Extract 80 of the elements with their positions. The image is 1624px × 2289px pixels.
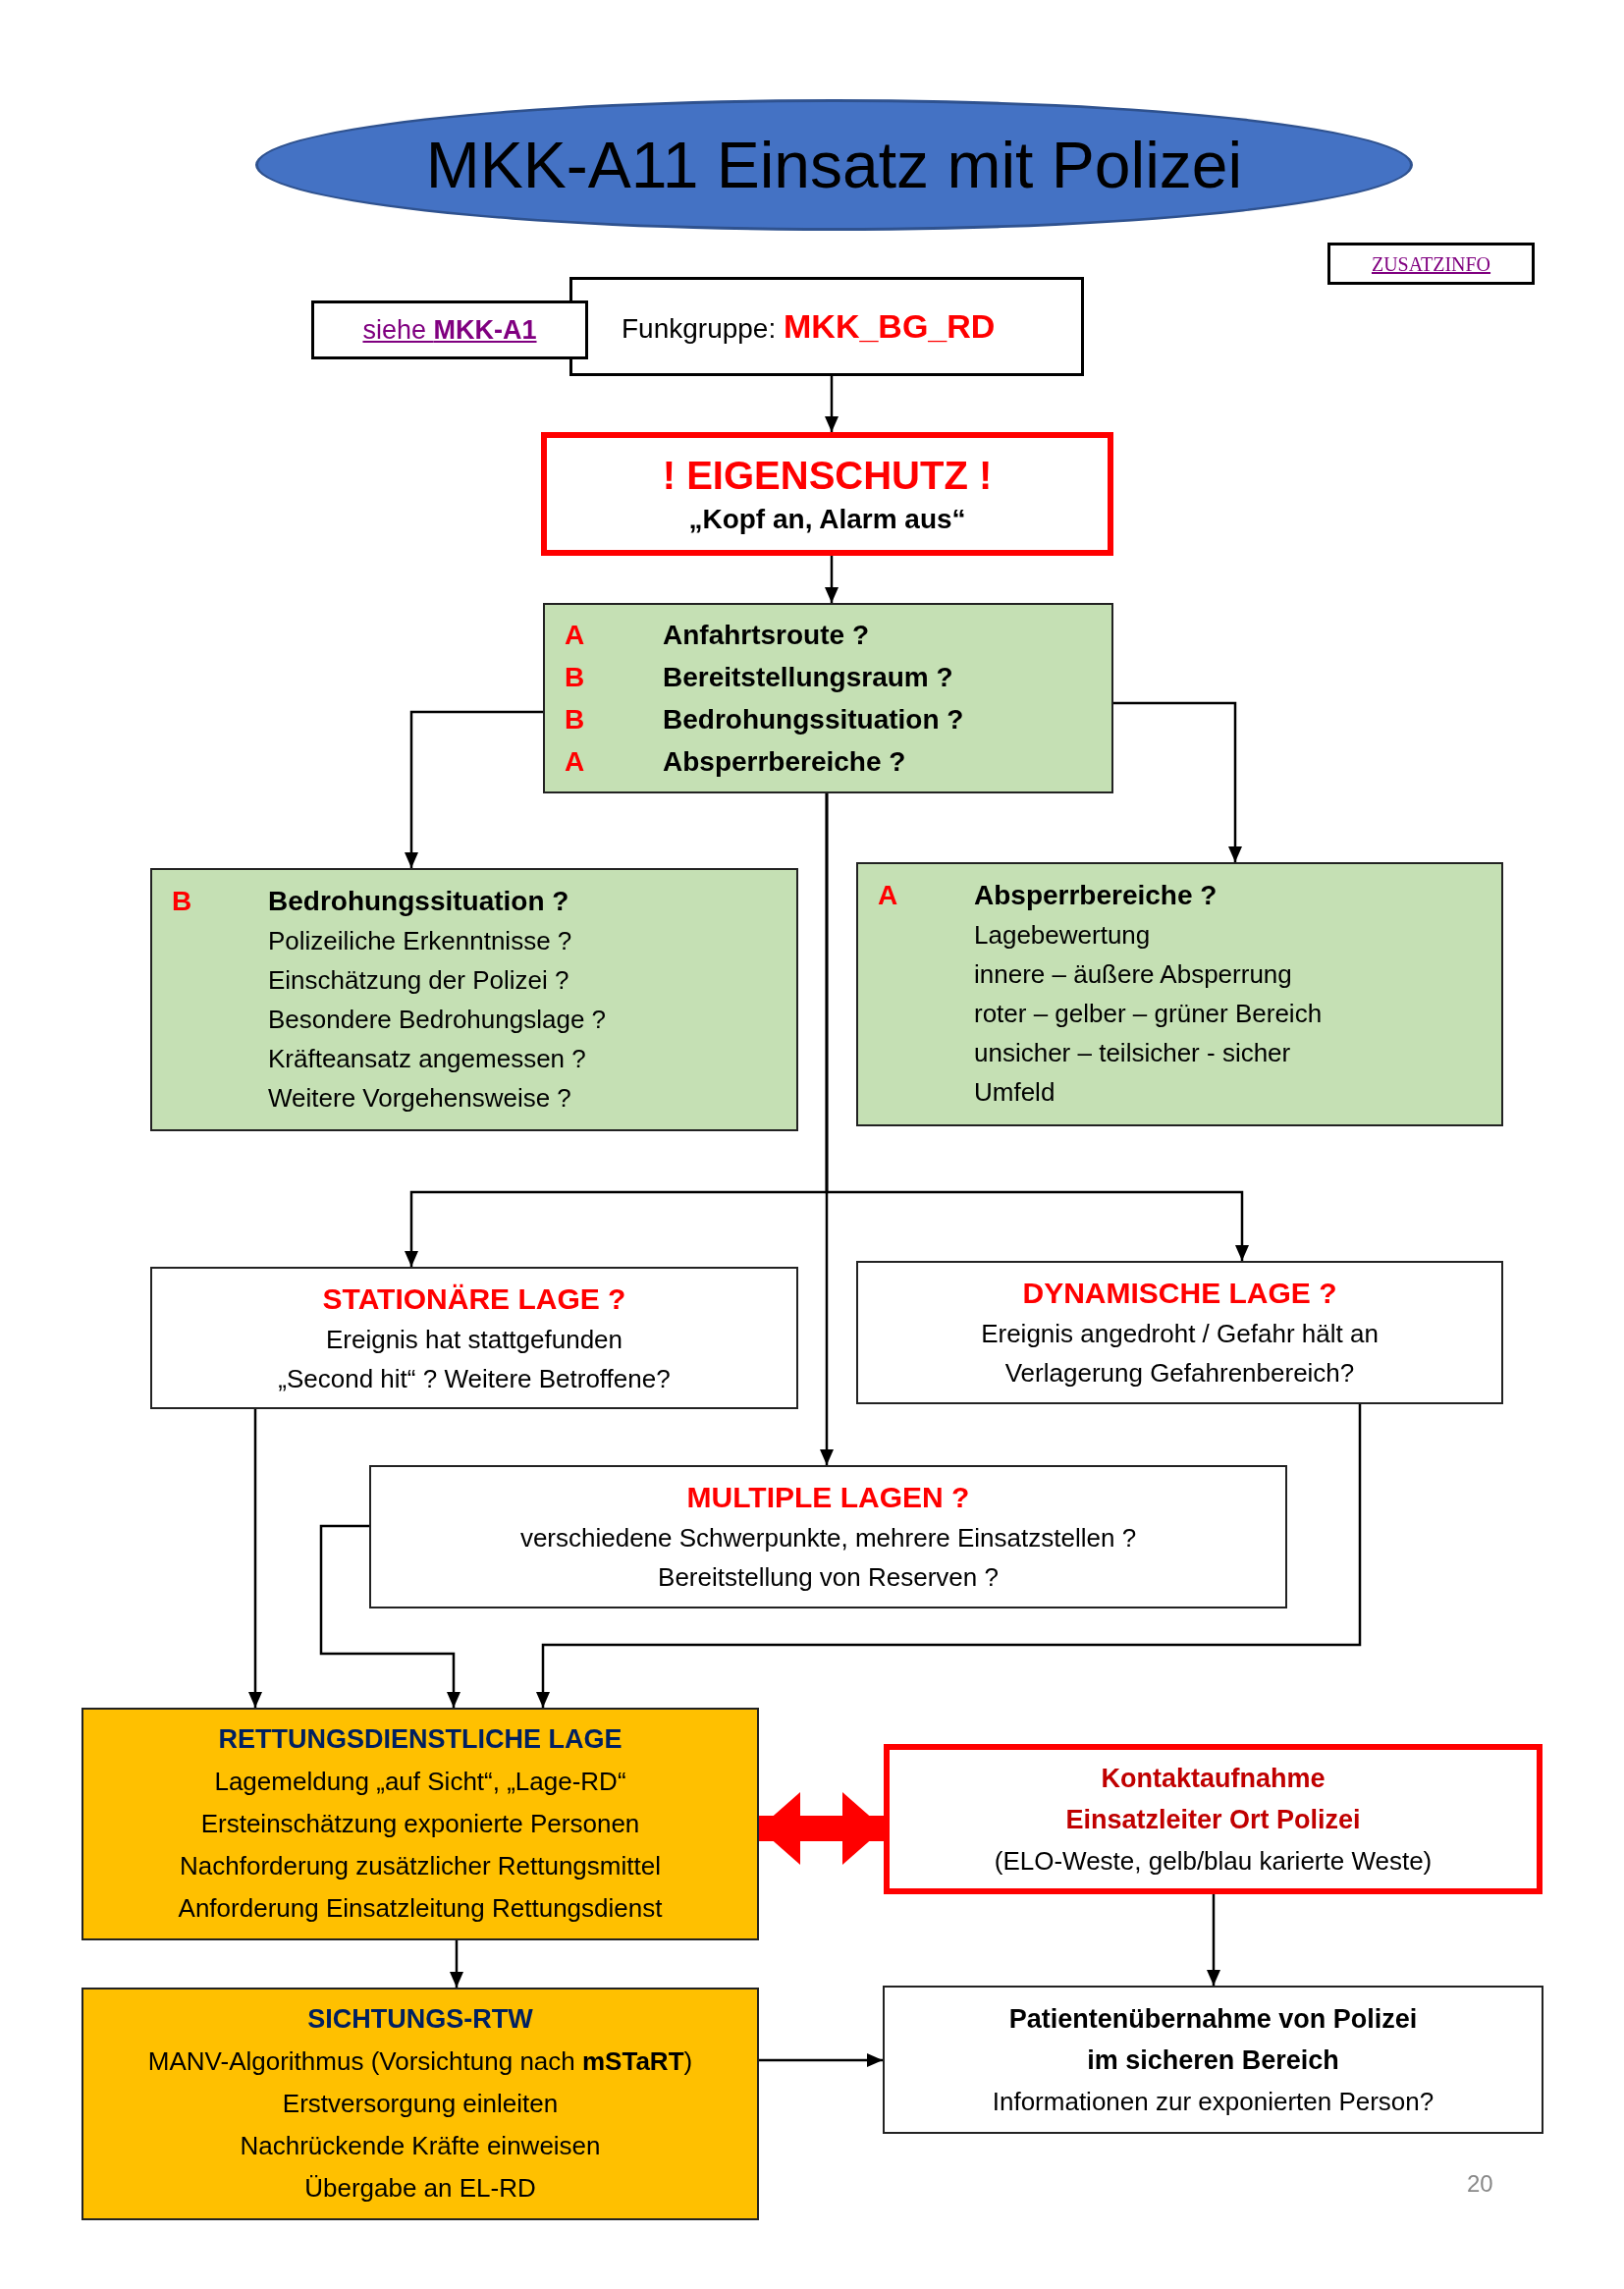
box-text: Bereitstellung von Reserven ? <box>658 1561 999 1594</box>
arrow <box>825 793 1249 1261</box>
box-text: „Second hit“ ? Weitere Betroffene? <box>278 1362 671 1395</box>
category-letter: B <box>565 703 586 736</box>
box-text: verschiedene Schwerpunkte, mehrere Einsatzstellen ? <box>519 1522 1137 1554</box>
box-text: Nachrückende Kräfte einweisen <box>240 2130 601 2162</box>
box-text: Informationen zur exponierten Person? <box>992 2085 1435 2118</box>
box-text: Übergabe an EL-RD <box>304 2172 536 2205</box>
arrow <box>248 1409 262 1708</box>
box-heading: Kontaktaufnahme <box>1101 1762 1326 1795</box>
page-number: 20 <box>1467 2169 1493 2199</box>
box-text: Lagemeldung „auf Sicht“, „Lage-RD“ <box>214 1766 626 1798</box>
box-text: Erstversorgung einleiten <box>282 2088 559 2120</box>
box-text: MANV-Algorithmus (Vorsichtung nach mSTaRT) <box>147 2045 693 2078</box>
question-text: Bereitstellungsraum ? <box>663 661 954 694</box>
arrow <box>319 1524 460 1708</box>
category-letter: A <box>878 879 899 912</box>
question-box <box>150 868 798 1131</box>
question-text: Anfahrtsroute ? <box>663 619 870 652</box>
box-text: Lagebewertung <box>974 919 1152 952</box>
box-heading: im sicheren Bereich <box>1087 2044 1339 2077</box>
contact-box <box>884 1744 1543 1894</box>
box-heading: RETTUNGSDIENSTLICHE LAGE <box>218 1723 623 1756</box>
arrow <box>825 556 839 603</box>
box-text: Polizeiliche Erkenntnisse ? <box>268 925 573 957</box>
link: siehe MKK-A1 <box>362 313 537 347</box>
category-letter: B <box>565 661 586 694</box>
box-heading: SICHTUNGS-RTW <box>307 2003 533 2036</box>
box-heading: STATIONÄRE LAGE ? <box>322 1281 626 1317</box>
question-box <box>856 862 1503 1126</box>
box-text: Kräfteansatz angemessen ? <box>268 1043 587 1075</box>
box-text: „Kopf an, Alarm aus“ <box>688 503 966 536</box>
box-heading: Bedrohungssituation ? <box>268 885 570 918</box>
box-text: Weitere Vorgehensweise ? <box>268 1082 572 1115</box>
arrow <box>1207 1894 1220 1986</box>
box-text: innere – äußere Absperrung <box>974 958 1293 991</box>
box-text: Ereignis angedroht / Gefahr hält an <box>981 1318 1379 1350</box>
process-box <box>369 1465 1287 1608</box>
link-box <box>311 300 588 359</box>
title: MKK-A11 Einsatz mit Polizei <box>425 128 1243 203</box>
arrow <box>450 1940 463 1988</box>
link: ZUSATZINFO <box>1371 251 1491 277</box>
box-heading: MULTIPLE LAGEN ? <box>686 1480 970 1515</box>
question-text: Absperrbereiche ? <box>663 745 907 779</box>
arrow <box>536 1404 1362 1708</box>
box-text: Besondere Bedrohungslage ? <box>268 1004 608 1036</box>
box-heading: Einsatzleiter Ort Polizei <box>1065 1803 1361 1836</box>
box-text: roter – gelber – grüner Bereich <box>974 998 1324 1030</box>
box-text: Einschätzung der Polizei ? <box>268 964 570 997</box>
question-box <box>543 603 1113 793</box>
double-arrow <box>759 1792 884 1865</box>
process-box <box>856 1261 1503 1404</box>
box-text: unsicher – teilsicher - sicher <box>974 1037 1292 1069</box>
process-box <box>81 1708 759 1940</box>
process-box <box>569 277 1084 376</box>
arrow <box>825 376 839 432</box>
box-text: Funkgruppe: MKK_BG_RD <box>622 306 997 347</box>
box-text: (ELO-Weste, gelb/blau karierte Weste) <box>994 1844 1433 1878</box>
arrow <box>1113 701 1242 862</box>
category-letter: A <box>565 619 586 652</box>
category-letter: A <box>565 745 586 779</box>
arrow <box>405 710 543 868</box>
box-text: Ereignis hat stattgefunden <box>325 1323 623 1356</box>
box-text: Verlagerung Gefahrenbereich? <box>1004 1357 1355 1390</box>
box-heading: Patientenübernahme von Polizei <box>1008 2002 1418 2036</box>
link-box <box>1327 243 1535 285</box>
question-text: Bedrohungssituation ? <box>663 703 965 736</box>
box-text: Umfeld <box>974 1076 1056 1109</box>
arrow <box>759 2053 883 2067</box>
box-heading: DYNAMISCHE LAGE ? <box>1022 1276 1337 1311</box>
box-heading: Absperrbereiche ? <box>974 879 1218 912</box>
box-text: Nachforderung zusätzlicher Rettungsmittel <box>180 1850 661 1882</box>
warning-box <box>541 432 1113 556</box>
process-box <box>883 1986 1543 2134</box>
box-text: Anforderung Einsatzleitung Rettungsdienst <box>178 1892 663 1925</box>
process-box <box>150 1267 798 1409</box>
process-box <box>81 1988 759 2220</box>
category-letter: B <box>172 885 193 918</box>
box-text: Ersteinschätzung exponierte Personen <box>200 1808 640 1840</box>
box-heading: ! EIGENSCHUTZ ! <box>662 453 993 499</box>
